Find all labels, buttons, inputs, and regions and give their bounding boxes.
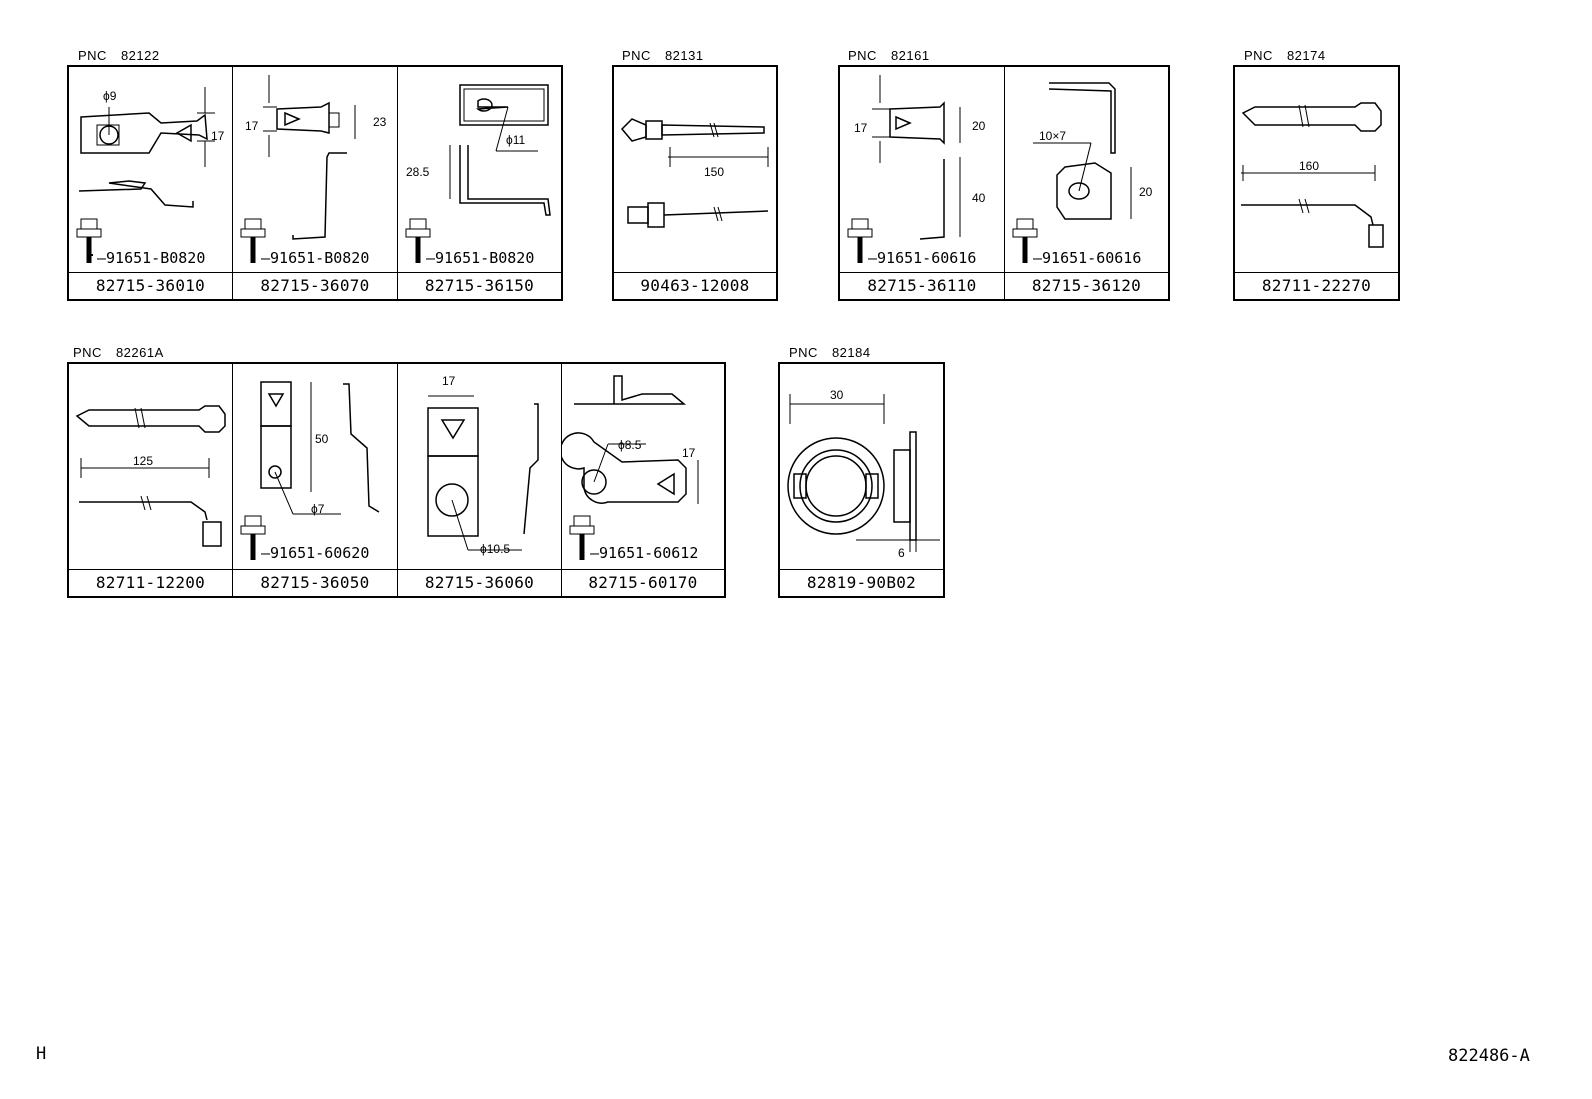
dimension-label: 23 — [373, 115, 387, 129]
dimension-label: 17 — [211, 129, 225, 143]
part-number: 82715-36150 — [398, 272, 561, 299]
part-cell: 17 ϕ10.5 82715-36060 — [398, 364, 562, 596]
bolt-icon — [1012, 218, 1038, 263]
part-cell: 125 82711-12200 — [69, 364, 233, 596]
dimension-label: ϕ10.5 — [480, 542, 511, 556]
bracket-clamp-illustration — [240, 381, 380, 560]
dimension-label: 20 — [1139, 185, 1153, 199]
bolt-icon — [405, 218, 431, 263]
part-cell: 10×7 20 —91651-60616 82715-36120 — [1005, 67, 1168, 299]
bolt-icon — [76, 218, 102, 263]
diagram-reference-number: 822486-A — [1448, 1046, 1530, 1066]
bracket-clamp-illustration — [427, 395, 539, 551]
part-number: 82711-22270 — [1235, 272, 1398, 299]
sheet-section-marker: H — [36, 1044, 47, 1064]
bracket-clamp-illustration — [76, 87, 215, 263]
part-cell: ϕ11 28.5 —91651-B0820 82715-36150 — [398, 67, 561, 299]
dimension-label: 17 — [854, 121, 868, 135]
dimension-label: 17 — [442, 374, 456, 388]
part-number: 82715-36070 — [233, 272, 397, 299]
dimension-label: 40 — [972, 191, 986, 205]
part-number: 82819-90B02 — [780, 569, 943, 596]
part-cell: 17 23 —91651-B0820 82715-36070 — [233, 67, 398, 299]
dimension-label: 17 — [682, 446, 696, 460]
parts-group-82174: 160 82711-22270 — [1233, 65, 1400, 301]
part-number: 82715-36060 — [398, 569, 561, 596]
dimension-label: 160 — [1299, 159, 1320, 173]
part-number: 82711-12200 — [69, 569, 232, 596]
bolt-part-number: —91651-B0820 — [97, 249, 206, 267]
dimension-label: 20 — [972, 119, 986, 133]
bolt-icon — [240, 218, 266, 263]
parts-group-82131: 150 90463-12008 — [612, 65, 778, 301]
parts-group-82161: 17 20 40 —91651-60616 82715-36110 10×7 2… — [838, 65, 1170, 301]
dimension-label: ϕ9 — [103, 89, 117, 103]
dimension-label: 17 — [245, 119, 259, 133]
bolt-part-number: —91651-60612 — [590, 544, 699, 562]
part-number: 82715-60170 — [562, 569, 724, 596]
bolt-part-number: —91651-60620 — [261, 544, 370, 562]
bolt-icon — [569, 515, 595, 560]
bracket-clamp-illustration — [405, 84, 551, 263]
dimension-label: 6 — [898, 546, 905, 560]
part-number: 90463-12008 — [614, 272, 776, 299]
dimension-label: 10×7 — [1039, 129, 1067, 143]
part-cell: 160 82711-22270 — [1235, 67, 1398, 299]
part-number: 82715-36120 — [1005, 272, 1168, 299]
dimension-label: 28.5 — [406, 165, 430, 179]
dimension-label: 150 — [704, 165, 725, 179]
bolt-part-number: —91651-B0820 — [426, 249, 535, 267]
dimension-label: 50 — [315, 432, 329, 446]
parts-group-82184: 30 6 82819-90B02 — [778, 362, 945, 598]
part-cell: 30 6 82819-90B02 — [780, 364, 943, 596]
part-number: 82715-36110 — [840, 272, 1004, 299]
dimension-label: ϕ8.5 — [618, 438, 642, 452]
bolt-part-number: —91651-B0820 — [261, 249, 370, 267]
dimension-label: ϕ11 — [506, 133, 526, 147]
bracket-clamp-illustration — [1012, 82, 1132, 263]
cable-tie-illustration — [1241, 102, 1384, 248]
bolt-icon — [847, 218, 873, 263]
dimension-label: 125 — [133, 454, 154, 468]
part-number: 82715-36050 — [233, 569, 397, 596]
cable-tie-illustration — [620, 118, 769, 228]
dimension-label: 30 — [830, 388, 844, 402]
part-cell: 50 ϕ7 —91651-60620 82715-36050 — [233, 364, 398, 596]
parts-group-82261A: 125 82711-12200 50 ϕ7 —91651-60620 82715… — [67, 362, 726, 598]
cable-tie-illustration — [75, 405, 226, 547]
dimension-label: ϕ7 — [311, 502, 325, 516]
bracket-clamp-illustration — [562, 375, 699, 560]
bracket-clamp-illustration — [240, 75, 356, 263]
part-cell: 150 90463-12008 — [614, 67, 776, 299]
bolt-part-number: —91651-60616 — [868, 249, 977, 267]
part-cell: ϕ9 17 —91651-B0820 82715-36010 — [69, 67, 233, 299]
part-cell: 17 20 40 —91651-60616 82715-36110 — [840, 67, 1005, 299]
part-cell: ϕ8.5 17 —91651-60612 82715-60170 — [562, 364, 724, 596]
bolt-icon — [240, 515, 266, 560]
part-number: 82715-36010 — [69, 272, 232, 299]
grommet-illustration — [787, 394, 940, 552]
bolt-part-number: —91651-60616 — [1033, 249, 1142, 267]
bracket-clamp-illustration — [847, 75, 961, 263]
parts-group-82122: ϕ9 17 —91651-B0820 82715-36010 17 23 —91… — [67, 65, 563, 301]
